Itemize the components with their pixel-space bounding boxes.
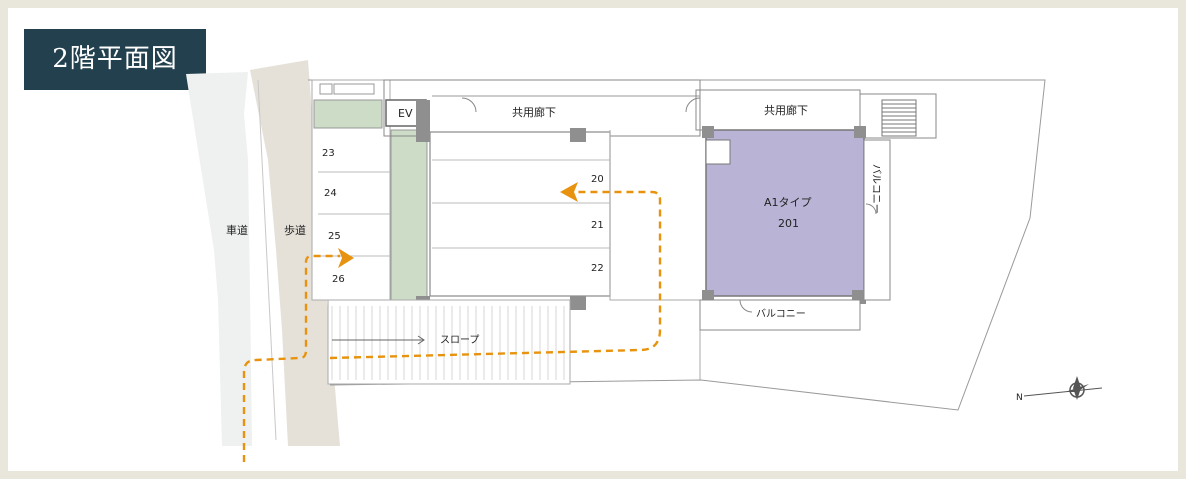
- balcony-side: [863, 139, 891, 301]
- planter-strip: [390, 129, 428, 301]
- parking-number-24: 24: [324, 188, 337, 199]
- compass-n-label: N: [1016, 393, 1023, 403]
- route-arrowhead-parking: [560, 182, 578, 202]
- corridor-right-label: 共用廊下: [764, 103, 808, 117]
- ev-label: EV: [398, 107, 413, 120]
- parking-number-23: 23: [322, 148, 335, 159]
- parking-right-block: [429, 131, 611, 297]
- sidewalk: [250, 60, 340, 446]
- page-title: 2階平面図: [24, 29, 206, 90]
- unit-number-label: 201: [778, 217, 799, 230]
- corridor-left-label: 共用廊下: [512, 105, 556, 119]
- slope-stripes: [331, 306, 565, 380]
- sidewalk-label: 歩道: [284, 223, 306, 237]
- roadway-label: 車道: [226, 223, 248, 237]
- slope-area: [327, 299, 571, 385]
- compass-icon: N: [1016, 376, 1103, 403]
- parking-number-21: 21: [591, 220, 604, 231]
- parking-number-20: 20: [591, 174, 604, 185]
- balcony-bottom-label: バルコニー: [756, 308, 806, 320]
- balcony-bottom: [699, 299, 861, 331]
- roadway: [186, 72, 252, 446]
- parking-number-22: 22: [591, 263, 604, 274]
- parking-number-26: 26: [332, 274, 345, 285]
- site-boundary: [308, 79, 1046, 411]
- balcony-side-label: バルコニー: [870, 164, 882, 214]
- stairs: [881, 99, 917, 137]
- planter-top: [313, 99, 383, 129]
- route-arrowhead-entry: [338, 248, 354, 268]
- parking-number-25: 25: [328, 231, 341, 242]
- unit-a1-201: [705, 129, 865, 297]
- unit-type-label: A1タイプ: [764, 196, 812, 209]
- route-path: [242, 190, 662, 462]
- slope-label: スロープ: [440, 334, 479, 346]
